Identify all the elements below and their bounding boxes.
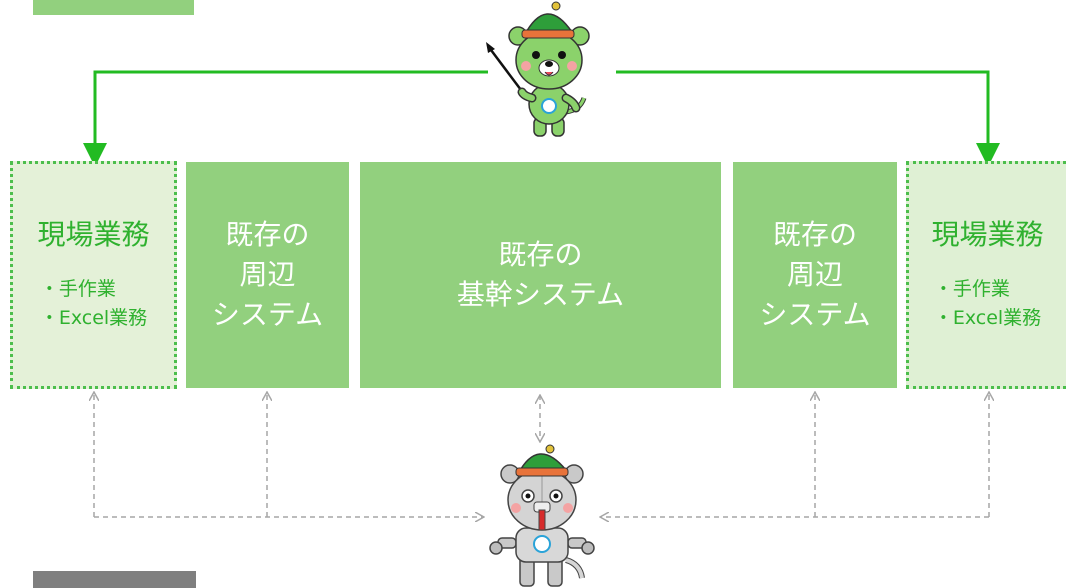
green-bear-mascot-icon xyxy=(486,1,590,137)
left-field-work-panel: 現場業務 手作業 Excel業務 xyxy=(10,161,177,389)
list-item: Excel業務 xyxy=(934,304,1041,333)
right-peripheral-system-block: 既存の 周辺 システム xyxy=(733,162,897,388)
block-line: 周辺 xyxy=(239,258,296,291)
right-field-work-panel: 現場業務 手作業 Excel業務 xyxy=(906,161,1066,389)
block-line: システム xyxy=(759,298,871,331)
block-line: 基幹システム xyxy=(456,278,625,311)
right-field-work-title: 現場業務 xyxy=(931,218,1044,251)
core-system-block: 既存の 基幹システム xyxy=(360,162,721,388)
left-field-work-title: 現場業務 xyxy=(37,218,150,251)
left-peripheral-system-block: 既存の 周辺 システム xyxy=(186,162,349,388)
block-line: 既存の xyxy=(225,218,310,251)
list-item: Excel業務 xyxy=(40,304,147,333)
robot-bear-mascot-icon xyxy=(489,444,595,587)
green-arrow-right xyxy=(616,70,1000,167)
bottom-left-gray-bar xyxy=(33,571,196,588)
top-left-green-bar xyxy=(33,0,194,15)
left-field-work-list: 手作業 Excel業務 xyxy=(40,275,147,333)
list-item: 手作業 xyxy=(934,275,1041,304)
block-line: 既存の xyxy=(772,218,857,251)
green-arrow-left xyxy=(83,70,488,167)
block-line: 既存の xyxy=(498,238,583,271)
block-line: システム xyxy=(211,298,324,331)
right-field-work-list: 手作業 Excel業務 xyxy=(934,275,1041,333)
block-line: 周辺 xyxy=(786,258,843,291)
list-item: 手作業 xyxy=(40,275,147,304)
